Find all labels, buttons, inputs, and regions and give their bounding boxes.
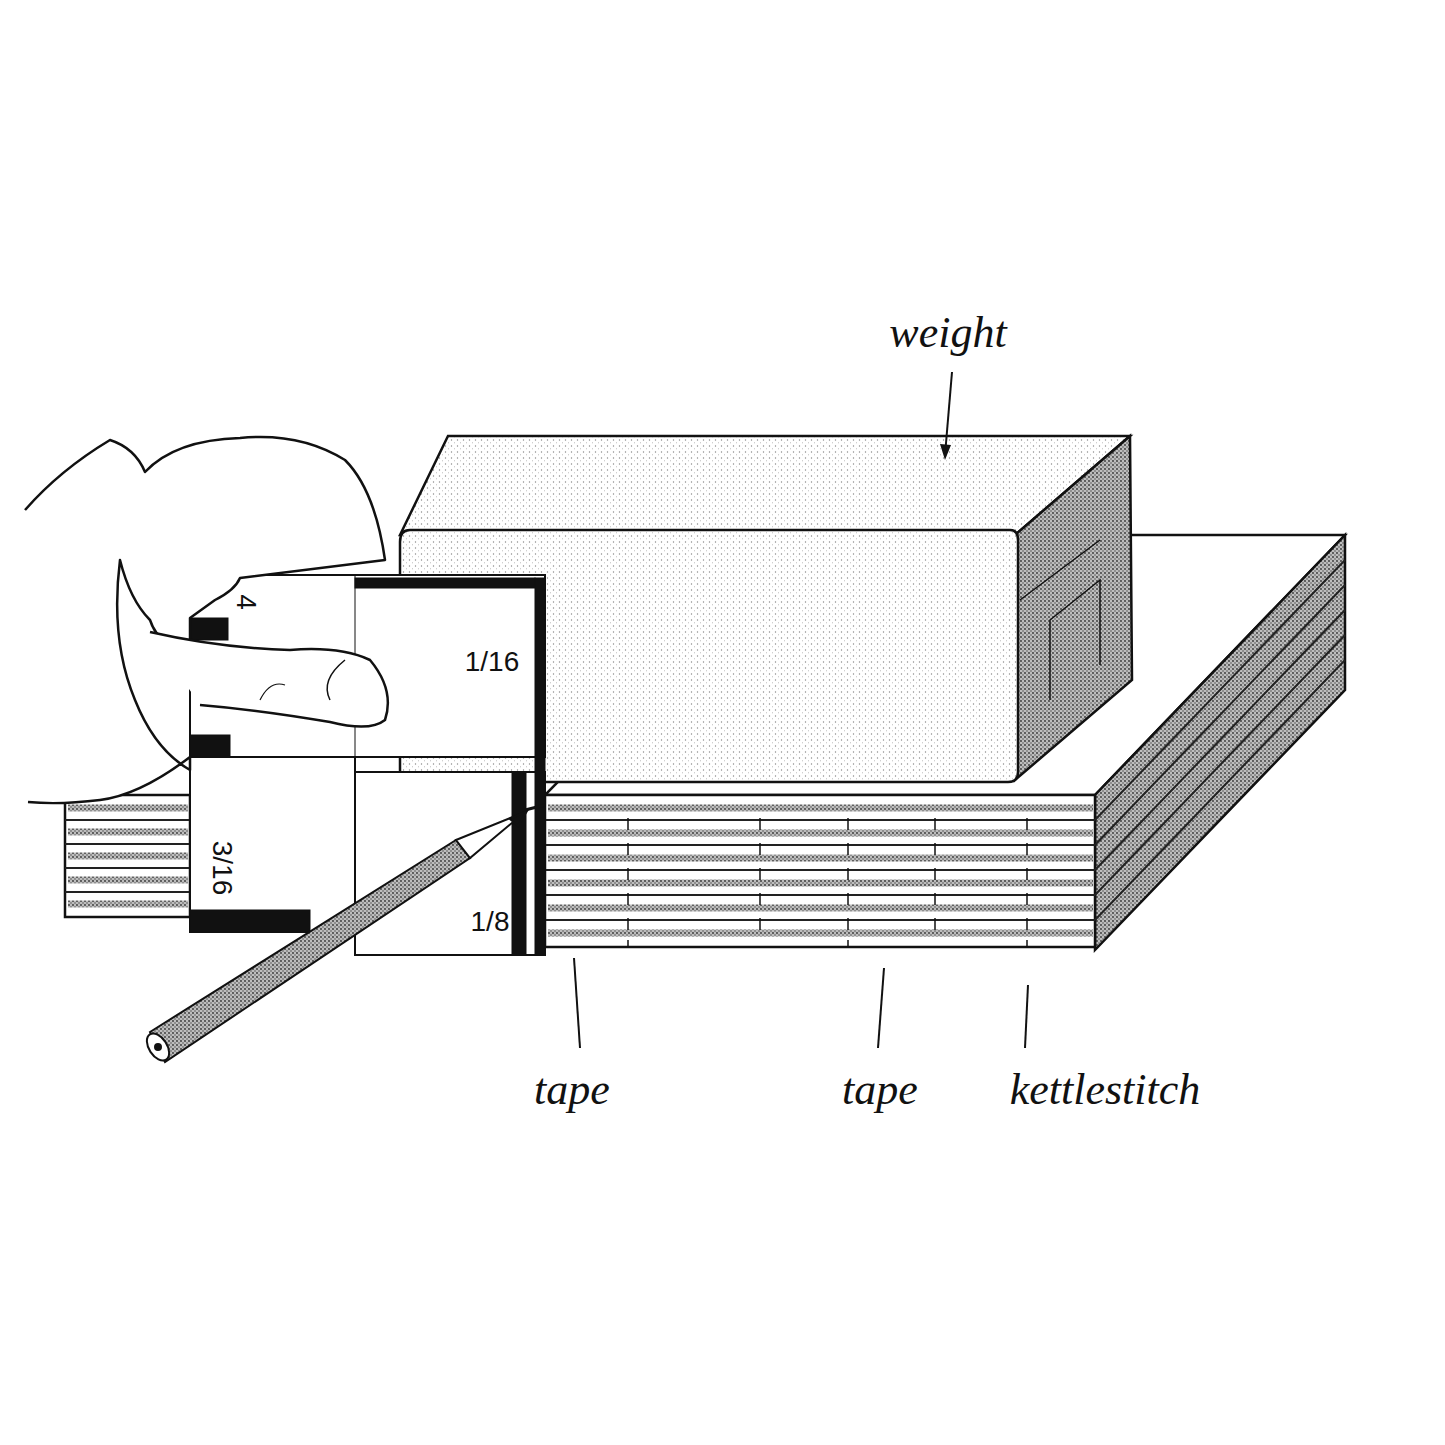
- dimension-label: 1/8: [469, 907, 512, 937]
- pencil: [142, 811, 527, 1064]
- dimension-label: 4: [231, 592, 261, 612]
- part-label: weight: [889, 311, 1006, 355]
- leader-lines: [574, 372, 1028, 1048]
- part-label: kettlestitch: [1010, 1068, 1201, 1112]
- part-label: tape: [534, 1068, 610, 1112]
- dimension-label: 1/16: [463, 647, 522, 677]
- part-label: tape: [842, 1068, 918, 1112]
- dimension-label: 3/16: [207, 839, 237, 898]
- hand: [25, 437, 388, 803]
- leader-arrow: [940, 444, 951, 460]
- sewing-marks: [628, 818, 1027, 947]
- pencil-mark: [525, 805, 545, 810]
